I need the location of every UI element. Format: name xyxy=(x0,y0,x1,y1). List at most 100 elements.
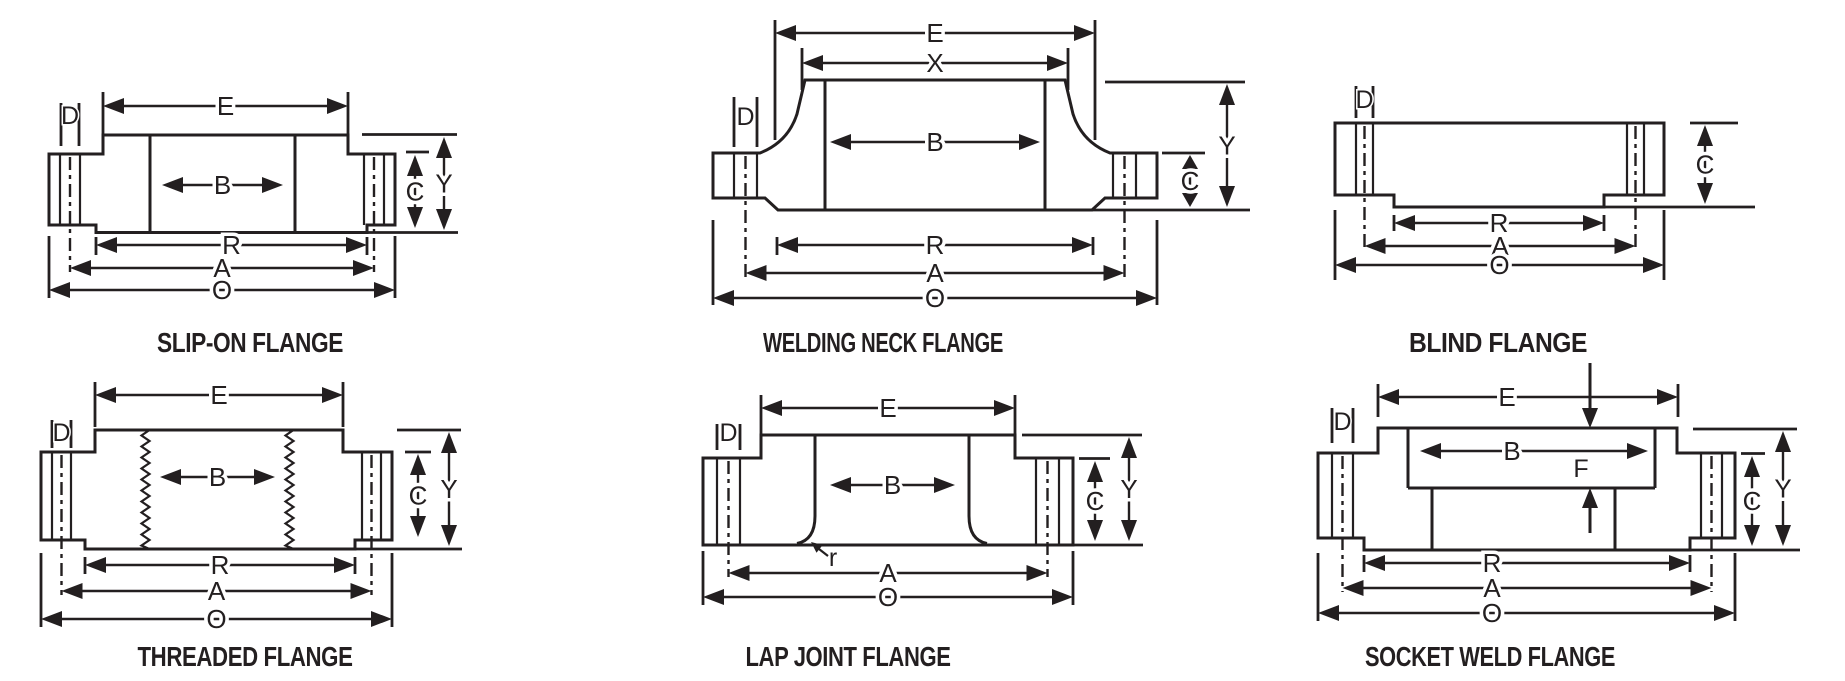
arrowhead-left xyxy=(703,589,724,605)
arrowhead-right xyxy=(334,557,355,573)
arrowhead-down xyxy=(410,516,426,537)
arrowhead-right xyxy=(1669,555,1690,571)
r-leader-arrowhead xyxy=(811,542,823,553)
dim-label-D: D xyxy=(719,419,737,447)
arrowhead-down xyxy=(407,207,423,228)
arrowhead-right xyxy=(1643,257,1664,273)
dim-label-Y: Y xyxy=(1120,474,1137,504)
dim-label-O: O xyxy=(1482,598,1502,628)
flange-section-stroke xyxy=(1333,121,1666,209)
arrowhead-right xyxy=(327,98,348,114)
dim-label-B: B xyxy=(214,170,231,200)
dim-label-Y: Y xyxy=(1218,131,1235,161)
dim-label-C: C xyxy=(1181,166,1200,196)
arrowhead-up xyxy=(1775,431,1791,452)
arrowhead-right xyxy=(350,583,372,599)
dim-label-O: O xyxy=(212,275,232,305)
dim-label-C: C xyxy=(409,481,428,511)
thread-zigzag xyxy=(139,429,152,551)
arrowhead-left xyxy=(49,282,70,298)
arrowhead-up xyxy=(407,155,423,176)
arrowhead-right xyxy=(1052,589,1073,605)
arrowhead-left xyxy=(745,265,767,281)
arrowhead-down xyxy=(1121,520,1137,541)
dim-label-E: E xyxy=(1498,382,1515,412)
title-lap-joint-flange: LAP JOINT FLANGE xyxy=(746,641,951,672)
dim-label-O: O xyxy=(878,582,898,612)
arrowhead-down xyxy=(1744,525,1760,546)
dim-label-D: D xyxy=(52,419,70,447)
dim-label-A: A xyxy=(213,253,231,283)
dim-label-A: A xyxy=(1483,573,1501,603)
arrowhead-right xyxy=(1026,565,1048,581)
dim-label-A: A xyxy=(208,576,226,606)
arrowhead-left xyxy=(775,25,796,41)
arrowhead-left xyxy=(1378,389,1399,405)
arrowhead-right xyxy=(994,400,1015,416)
arrowhead-right xyxy=(1072,237,1093,253)
arrowhead-down xyxy=(436,209,452,230)
dim-label-A: A xyxy=(1491,231,1509,261)
arrowhead-left xyxy=(728,565,750,581)
title-slip-on-flange: SLIP-ON FLANGE xyxy=(157,327,343,358)
arrowhead-right xyxy=(353,260,374,276)
arrowhead-up xyxy=(436,137,452,158)
dim-label-D: D xyxy=(736,103,754,131)
arrowhead-up xyxy=(1744,456,1760,477)
bore-edge xyxy=(967,435,988,545)
title-socket-weld-flange: SOCKET WELD FLANGE xyxy=(1365,641,1615,672)
arrowhead-right xyxy=(934,477,955,493)
dim-label-Y: Y xyxy=(1774,474,1791,504)
arrowhead-left xyxy=(761,400,782,416)
thread-zigzag xyxy=(283,429,296,551)
dim-label-A: A xyxy=(879,558,897,588)
arrowhead-left xyxy=(1394,215,1415,231)
dim-label-R: R xyxy=(1483,548,1502,578)
arrowhead-right xyxy=(1103,265,1125,281)
dim-label-B: B xyxy=(926,127,943,157)
arrowhead-left xyxy=(1335,257,1356,273)
dim-label-R: R xyxy=(222,230,241,260)
dim-label-R: R xyxy=(211,550,230,580)
dim-label-R: R xyxy=(1490,208,1509,238)
arrowhead-right xyxy=(1714,605,1735,621)
arrowhead-right xyxy=(262,177,283,193)
dim-label-C: C xyxy=(1696,150,1715,180)
arrowhead-up xyxy=(1219,84,1235,105)
arrowhead-left xyxy=(830,134,851,150)
arrowhead-up xyxy=(1121,437,1137,458)
arrowhead-left xyxy=(1318,605,1339,621)
arrowhead-left xyxy=(41,611,62,627)
dim-label-C: C xyxy=(1086,486,1105,516)
arrowhead-down xyxy=(1219,186,1235,207)
arrowhead-right xyxy=(1136,290,1157,306)
dim-label-D: D xyxy=(1333,408,1351,436)
dim-label-Y: Y xyxy=(435,169,452,199)
arrowhead-left xyxy=(85,557,106,573)
arrowhead-left xyxy=(160,469,181,485)
arrowhead-right xyxy=(1627,443,1648,459)
arrowhead-right xyxy=(254,469,275,485)
arrowhead-down xyxy=(1697,183,1713,204)
dim-label-F: F xyxy=(1573,455,1588,483)
dim-label-B: B xyxy=(209,462,226,492)
arrowhead-right xyxy=(1690,580,1712,596)
arrowhead-left xyxy=(777,237,798,253)
arrowhead-left xyxy=(1342,580,1364,596)
title-blind-flange: BLIND FLANGE xyxy=(1409,327,1587,358)
arrowhead-right xyxy=(1074,25,1095,41)
dim-label-E: E xyxy=(217,91,234,121)
arrowhead-left xyxy=(70,260,91,276)
dim-label-O: O xyxy=(206,604,226,634)
arrowhead-up xyxy=(410,454,426,475)
arrowhead-right xyxy=(322,387,343,403)
arrowhead-down xyxy=(1775,525,1791,546)
dim-label-E: E xyxy=(879,393,896,423)
arrowhead-right xyxy=(1657,389,1678,405)
